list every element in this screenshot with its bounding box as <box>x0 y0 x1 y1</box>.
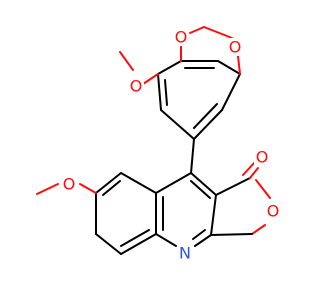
bond <box>193 109 223 140</box>
bond <box>120 172 157 194</box>
bond <box>119 51 134 71</box>
bond <box>95 172 122 194</box>
bond <box>155 233 177 247</box>
bond <box>210 233 253 236</box>
oxygen-atom-label: O <box>229 38 242 57</box>
bond <box>79 183 97 194</box>
oxygen-atom-label: O <box>256 148 269 167</box>
quinoline-core <box>36 161 271 255</box>
bond <box>215 177 251 196</box>
bond <box>190 172 217 196</box>
bond <box>237 55 241 75</box>
bond-double-inner <box>190 180 211 199</box>
molecule-structure-diagram: O O O O O O N <box>36 26 281 263</box>
nitrogen-atom-label: N <box>179 244 191 263</box>
bond-carbonyl-inner <box>242 161 256 176</box>
benzodioxole-ring <box>157 60 241 140</box>
bond <box>210 194 217 236</box>
bond <box>157 73 162 111</box>
bond-carbonyl <box>249 167 259 179</box>
atom-labels: O O O O O O N <box>61 28 281 263</box>
bond <box>217 60 241 75</box>
bond <box>255 179 271 199</box>
methylenedioxy-bridge <box>180 26 241 75</box>
oxygen-atom-label: O <box>267 202 280 221</box>
bond <box>160 109 195 140</box>
bond <box>95 233 122 255</box>
bond-aryl-link <box>190 138 195 174</box>
bond <box>157 60 182 75</box>
bond <box>120 233 157 255</box>
bond <box>203 26 233 39</box>
oxygen-atom-label: O <box>175 28 188 47</box>
bond <box>251 224 266 235</box>
oxygen-atom-label: O <box>63 175 76 194</box>
bond-double-inner <box>192 229 206 240</box>
bond <box>36 183 59 195</box>
bond-double-inner <box>120 229 150 247</box>
bond <box>155 172 192 194</box>
bond-double-inner <box>102 180 121 196</box>
oxygen-atom-label: O <box>130 77 143 96</box>
bond-double-inner <box>193 103 218 129</box>
bond <box>221 73 241 111</box>
bond <box>189 26 205 34</box>
bond-double-inner <box>164 79 168 106</box>
bond <box>194 234 212 247</box>
